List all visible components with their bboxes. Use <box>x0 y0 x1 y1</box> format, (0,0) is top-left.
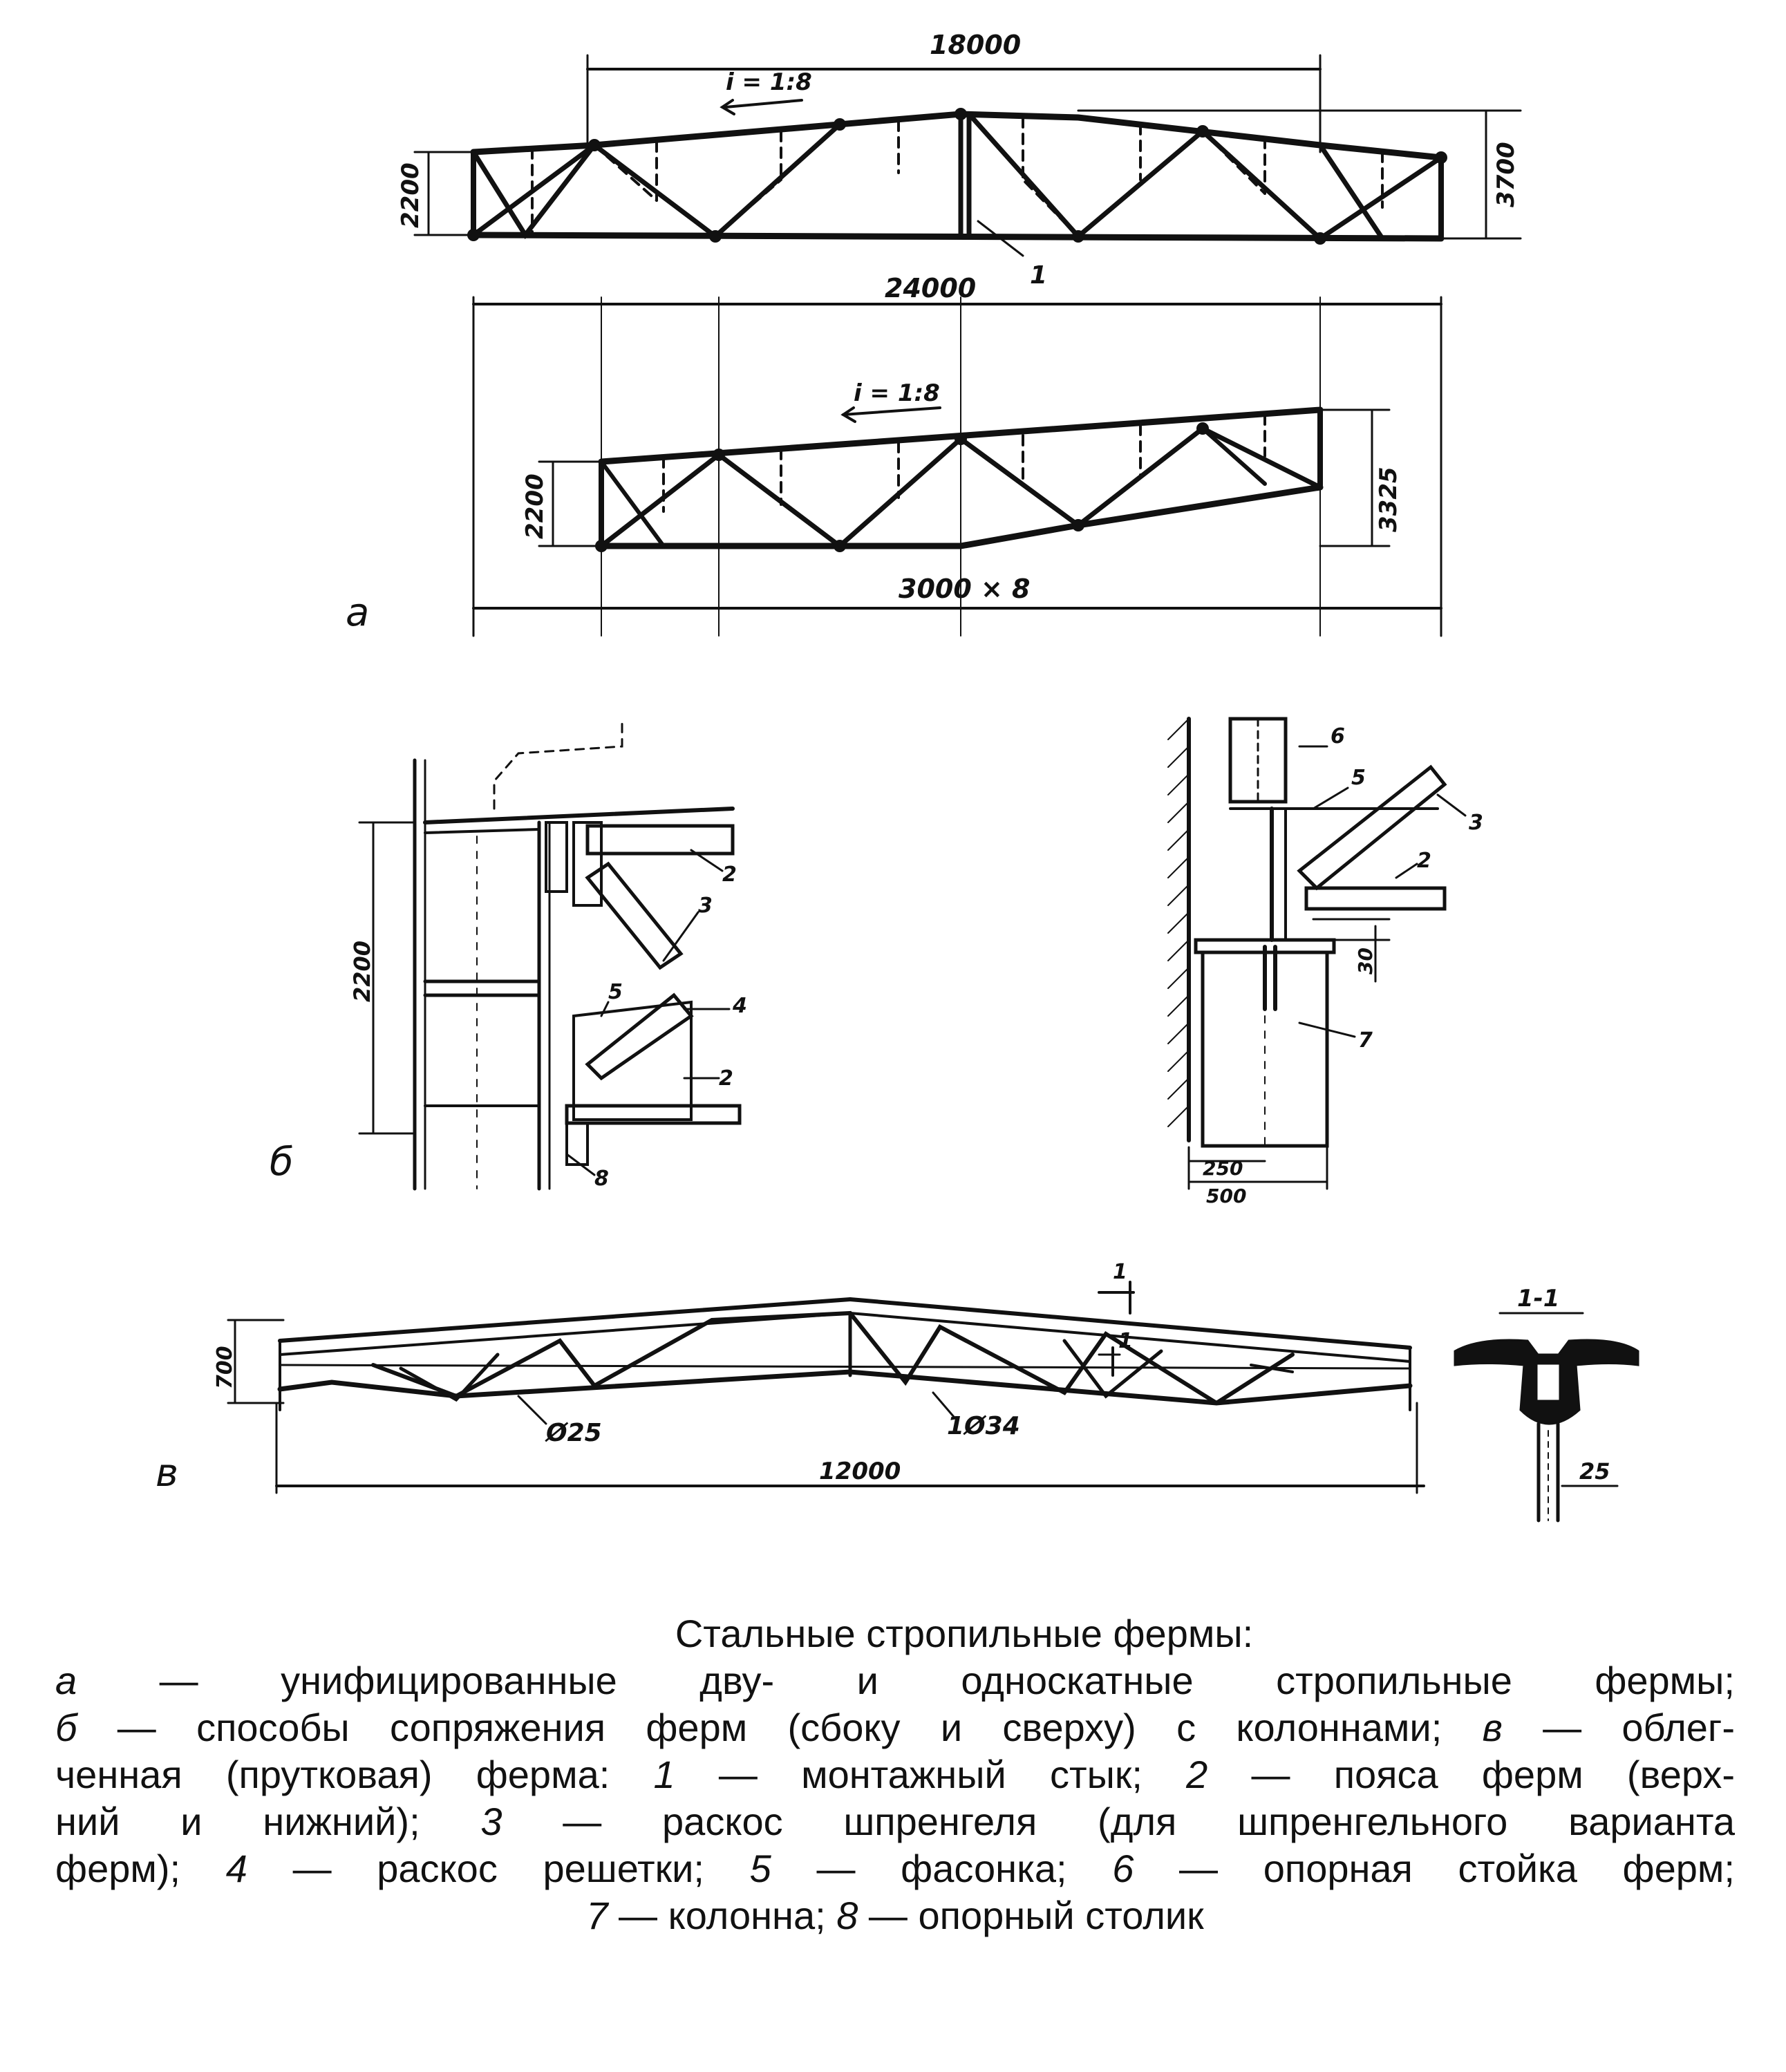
detail-side-connection <box>358 717 742 1191</box>
caption-run: — раскос решетки; <box>247 1847 750 1890</box>
caption-run: — опорная стойка ферм; <box>1134 1847 1735 1890</box>
caption-run: — фасонка; <box>771 1847 1113 1890</box>
section-1-1 <box>1454 1312 1639 1523</box>
dim-12000: 12000 <box>819 1458 901 1485</box>
caption-line-2: б — способы сопряжения ферм (сбоку и све… <box>55 1704 1735 1751</box>
caption-line-5: ферм); 4 — раскос решетки; 5 — фасонка; … <box>55 1845 1735 1892</box>
caption-line-1: а — унифицированные дву- и односкатные с… <box>55 1657 1735 1704</box>
callout-2c: 2 <box>1417 849 1431 873</box>
caption-run: б <box>55 1706 77 1749</box>
dim-18000: 18000 <box>930 30 1021 60</box>
dim-250: 250 <box>1203 1157 1243 1180</box>
label-c: в <box>156 1451 178 1496</box>
dim-500: 500 <box>1206 1185 1246 1207</box>
caption-run: ферм); <box>55 1847 226 1890</box>
label-a: а <box>346 590 369 635</box>
caption-run: 6 <box>1112 1847 1134 1890</box>
callout-5a: 5 <box>608 980 623 1004</box>
top-truss <box>413 54 1522 305</box>
caption-line-6: 7 — колонна; 8 — опорный столик <box>55 1892 1735 1939</box>
caption-run: — способы сопряжения ферм (сбоку и сверх… <box>77 1706 1483 1749</box>
callout-2b: 2 <box>719 1066 733 1091</box>
slope-bottom: i = 1:8 <box>854 379 940 407</box>
callout-3a: 3 <box>698 894 713 918</box>
caption-run: 8 <box>836 1894 858 1937</box>
figure-caption: Стальные стропильные фермы: а — унифицир… <box>55 1610 1735 1939</box>
caption-run: — унифицированные дву- и односкатные стр… <box>77 1659 1735 1702</box>
joint-callout: 1 <box>1030 261 1047 290</box>
dim-25: 25 <box>1579 1458 1610 1485</box>
caption-run: — монтажный стык; <box>675 1753 1187 1796</box>
rod-34: 1Ø34 <box>947 1412 1020 1440</box>
section-mark-top: 1 <box>1113 1260 1127 1284</box>
caption-run: 5 <box>749 1847 771 1890</box>
callout-4: 4 <box>732 994 747 1018</box>
rod-25: Ø25 <box>545 1419 602 1447</box>
callout-7: 7 <box>1358 1028 1373 1053</box>
dim-2200-top: 2200 <box>397 162 424 228</box>
dim-3325: 3325 <box>1375 467 1402 532</box>
dim-2200-detail: 2200 <box>349 941 375 1002</box>
caption-run: — колонна; <box>608 1894 837 1937</box>
callout-8: 8 <box>594 1167 609 1191</box>
caption-run: 3 <box>480 1800 502 1843</box>
dim-3700: 3700 <box>1492 142 1520 207</box>
callout-2a: 2 <box>722 863 737 887</box>
caption-run: а <box>55 1659 77 1702</box>
caption-run: 7 <box>586 1894 608 1937</box>
dim-30: 30 <box>1354 948 1377 974</box>
dim-3000x8: 3000 × 8 <box>899 574 1031 604</box>
caption-run: в <box>1482 1706 1503 1749</box>
caption-run: 1 <box>653 1753 675 1796</box>
bottom-truss <box>472 296 1442 637</box>
slope-top: i = 1:8 <box>726 68 812 96</box>
dim-700: 700 <box>213 1346 237 1389</box>
caption-line-3: ченная (прутковая) ферма: 1 — монтажный … <box>55 1751 1735 1798</box>
callout-5b: 5 <box>1351 766 1366 790</box>
rod-truss <box>227 1281 1425 1494</box>
caption-run: — пояса ферм (верх- <box>1207 1753 1736 1796</box>
section-title: 1-1 <box>1517 1285 1559 1312</box>
callout-3b: 3 <box>1469 811 1483 835</box>
caption-run: ний и нижний); <box>55 1800 481 1843</box>
dim-24000: 24000 <box>885 273 976 303</box>
caption-run: ченная (прутковая) ферма: <box>55 1753 654 1796</box>
caption-run: — опорный столик <box>858 1894 1204 1937</box>
dim-2200-bottom: 2200 <box>521 473 549 539</box>
caption-run: — облег- <box>1502 1706 1735 1749</box>
caption-run: 4 <box>225 1847 247 1890</box>
caption-title: Стальные стропильные фермы: <box>675 1612 1254 1655</box>
callout-6: 6 <box>1331 724 1345 748</box>
caption-run: 2 <box>1186 1753 1208 1796</box>
caption-run: — раскос шпренгеля (для шпренгельного ва… <box>502 1800 1735 1843</box>
section-mark-lower: 1 <box>1118 1329 1133 1353</box>
detail-top-connection <box>1167 717 1467 1190</box>
label-b: б <box>270 1140 294 1185</box>
caption-line-4: ний и нижний); 3 — раскос шпренгеля (для… <box>55 1798 1735 1845</box>
